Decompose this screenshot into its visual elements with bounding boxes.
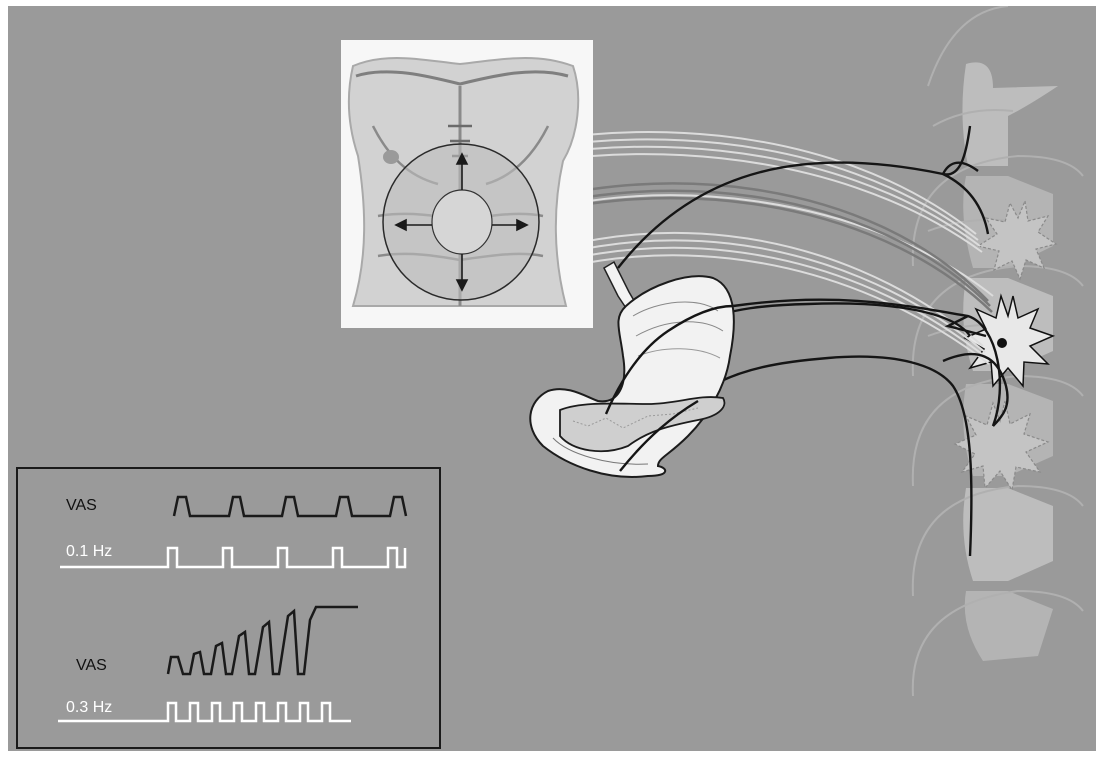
spine-segment-6 — [965, 591, 1053, 661]
dorsal-horn-neuron — [997, 338, 1007, 348]
vas-trace-2 — [168, 607, 358, 674]
nipple-left — [383, 150, 399, 164]
vas-label-2: VAS — [76, 657, 107, 675]
diagram-svg — [8, 6, 1096, 751]
freq-label-1: 0.1 Hz — [66, 543, 112, 561]
torso-panel — [341, 40, 593, 328]
spine-segment-1 — [962, 62, 1058, 166]
vas-label-1: VAS — [66, 497, 97, 515]
freq-label-2: 0.3 Hz — [66, 699, 112, 717]
stimulation-field-inner — [432, 190, 492, 254]
diagram-canvas: VAS 0.1 Hz VAS 0.3 Hz — [8, 6, 1096, 751]
spine-segment-5 — [963, 488, 1053, 581]
vas-trace-1 — [174, 497, 406, 516]
